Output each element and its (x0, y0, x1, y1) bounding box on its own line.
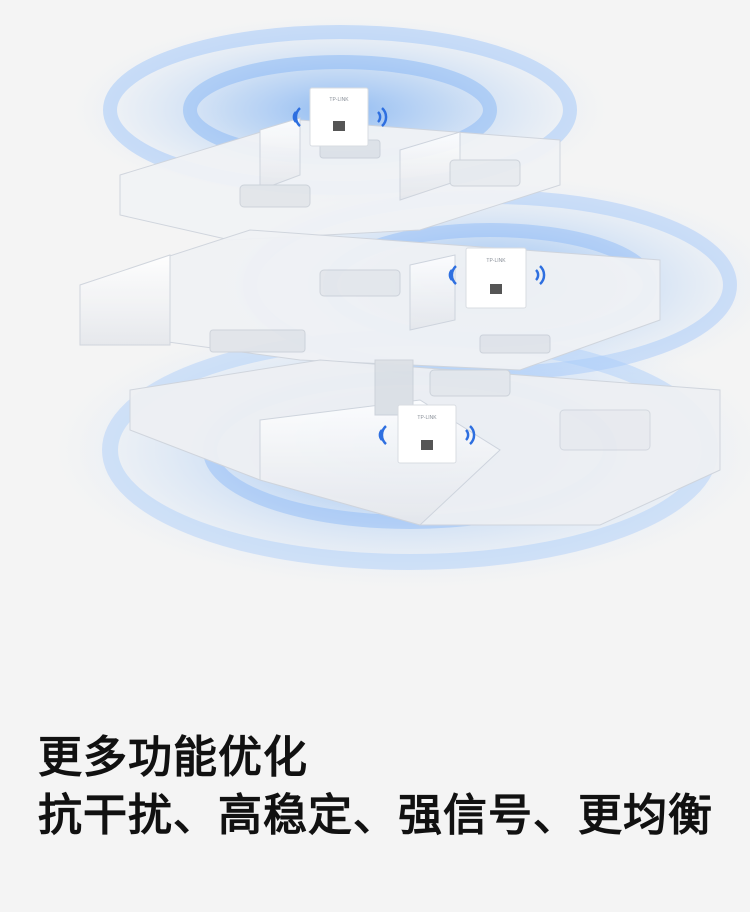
house-wifi-illustration: TP-LINK TP-LINK TP-LINK (50, 15, 750, 590)
device-brand-label: TP-LINK (329, 97, 349, 103)
device-brand-label: TP-LINK (486, 258, 506, 264)
subline: 抗干扰、高稳定、强信号、更均衡 (38, 790, 713, 841)
access-point-bottom: TP-LINK (378, 404, 476, 464)
access-point-top: TP-LINK (292, 87, 388, 147)
access-point-middle: TP-LINK (448, 247, 546, 309)
device-brand-label: TP-LINK (417, 415, 437, 421)
floor-top (119, 117, 561, 241)
headline: 更多功能优化 (38, 732, 308, 783)
